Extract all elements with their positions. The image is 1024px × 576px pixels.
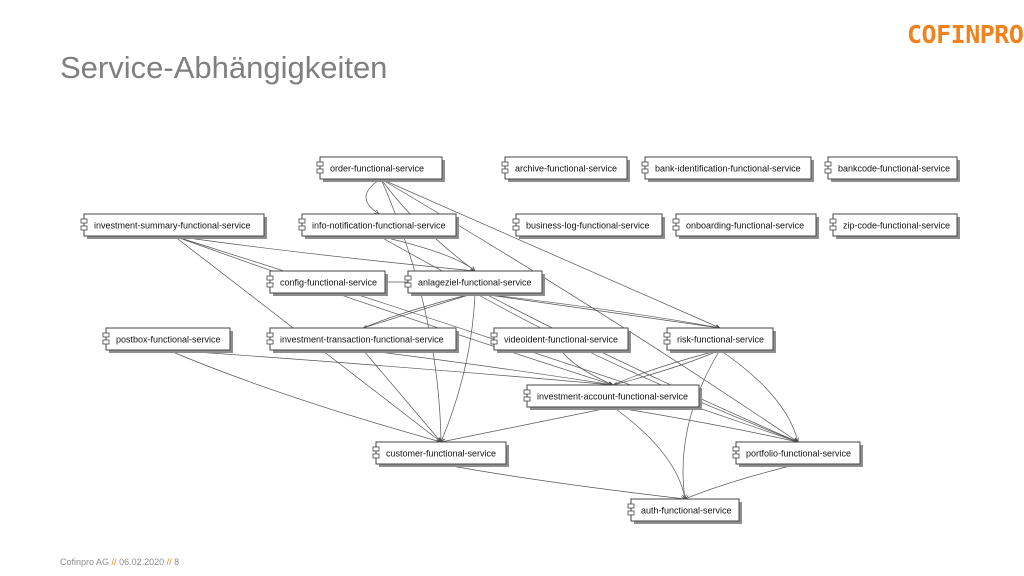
service-label: onboarding-functional-service	[686, 221, 804, 231]
service-label: bankcode-functional-service	[838, 164, 950, 174]
dependency-arrow	[440, 463, 685, 499]
dependency-arrow	[173, 235, 798, 442]
service-node-investment-summary: investment-summary-functional-service	[80, 213, 267, 239]
dependency-arrow	[612, 406, 798, 442]
service-label: portfolio-functional-service	[746, 449, 851, 459]
service-node-archive: archive-functional-service	[501, 156, 630, 182]
dependency-arrow	[378, 235, 475, 271]
dependency-arrow	[362, 349, 441, 442]
footer-page-number: 8	[174, 557, 180, 567]
service-label: zip-code-functional-service	[843, 221, 950, 231]
dependency-arrow	[441, 406, 614, 442]
dependency-arrow	[380, 178, 441, 442]
service-nodes: order-functional-service archive-function…	[80, 156, 960, 524]
dependency-arrow	[362, 293, 475, 329]
service-label: risk-functional-service	[677, 335, 764, 345]
service-label: order-functional-service	[330, 164, 424, 174]
service-node-business-log: business-log-functional-service	[512, 213, 665, 239]
dependency-arrow	[475, 293, 721, 329]
service-label: anlageziel-functional-service	[418, 278, 532, 288]
dependency-arrow	[362, 349, 613, 385]
service-label: bank-identification-functional-service	[655, 164, 801, 174]
service-node-anlageziel: anlageziel-functional-service	[404, 270, 545, 296]
service-node-onboarding: onboarding-functional-service	[672, 213, 819, 239]
dependency-arrow	[365, 178, 382, 214]
cofinpro-logo: COFINPRO	[907, 20, 1024, 49]
service-node-auth: auth-functional-service	[627, 498, 742, 524]
service-node-zip-code: zip-code-functional-service	[829, 213, 960, 239]
service-label: config-functional-service	[280, 278, 377, 288]
service-label: postbox-functional-service	[116, 335, 221, 345]
dependency-arrow	[612, 350, 720, 386]
footer-separator: //	[166, 557, 172, 567]
service-label: investment-transaction-functional-servic…	[280, 335, 444, 345]
service-node-info-notification: info-notification-functional-service	[298, 213, 459, 239]
dependency-arrow	[613, 349, 721, 385]
service-node-investment-account: investment-account-functional-service	[523, 384, 702, 410]
service-node-videoident: videoident-functional-service	[490, 327, 631, 353]
service-label: investment-summary-functional-service	[94, 221, 251, 231]
service-node-config: config-functional-service	[266, 270, 388, 296]
service-node-investment-transaction: investment-transaction-functional-servic…	[266, 327, 459, 353]
dependency-arrow	[441, 292, 476, 442]
dependency-arrow	[380, 178, 720, 329]
footer-company: Cofinpro AG	[60, 557, 110, 567]
dependency-arrow	[560, 349, 613, 385]
service-label: customer-functional-service	[386, 449, 496, 459]
service-label: business-log-functional-service	[526, 221, 650, 231]
dependency-arrow	[474, 292, 798, 442]
footer: Cofinpro AG // 06.02.2020 // 8	[60, 557, 179, 567]
service-node-order: order-functional-service	[316, 156, 445, 182]
dependency-arrow	[173, 235, 613, 385]
service-label: videoident-functional-service	[504, 335, 618, 345]
service-node-bankcode: bankcode-functional-service	[824, 156, 960, 182]
dependency-arrow	[474, 292, 720, 328]
dependency-arrow	[612, 406, 685, 499]
service-node-portfolio: portfolio-functional-service	[732, 441, 863, 467]
dependency-arrow	[683, 349, 721, 499]
service-label: auth-functional-service	[641, 506, 732, 516]
dependency-arrow	[173, 235, 475, 271]
dependency-arrow	[167, 349, 613, 385]
footer-separator: //	[111, 557, 117, 567]
service-node-customer: customer-functional-service	[372, 441, 509, 467]
dependency-arrow	[685, 463, 799, 499]
dependency-arrow	[363, 292, 476, 328]
service-label: info-notification-functional-service	[312, 221, 446, 231]
dependency-arrow	[719, 349, 798, 442]
page-title: Service-Abhängigkeiten	[60, 50, 388, 85]
service-node-bank-identification: bank-identification-functional-service	[641, 156, 814, 182]
dependency-arrow	[167, 349, 441, 442]
service-node-risk: risk-functional-service	[663, 327, 776, 353]
service-label: archive-functional-service	[515, 164, 617, 174]
footer-date: 06.02.2020	[119, 557, 165, 567]
service-node-postbox: postbox-functional-service	[102, 327, 233, 353]
service-label: investment-account-functional-service	[537, 392, 688, 402]
